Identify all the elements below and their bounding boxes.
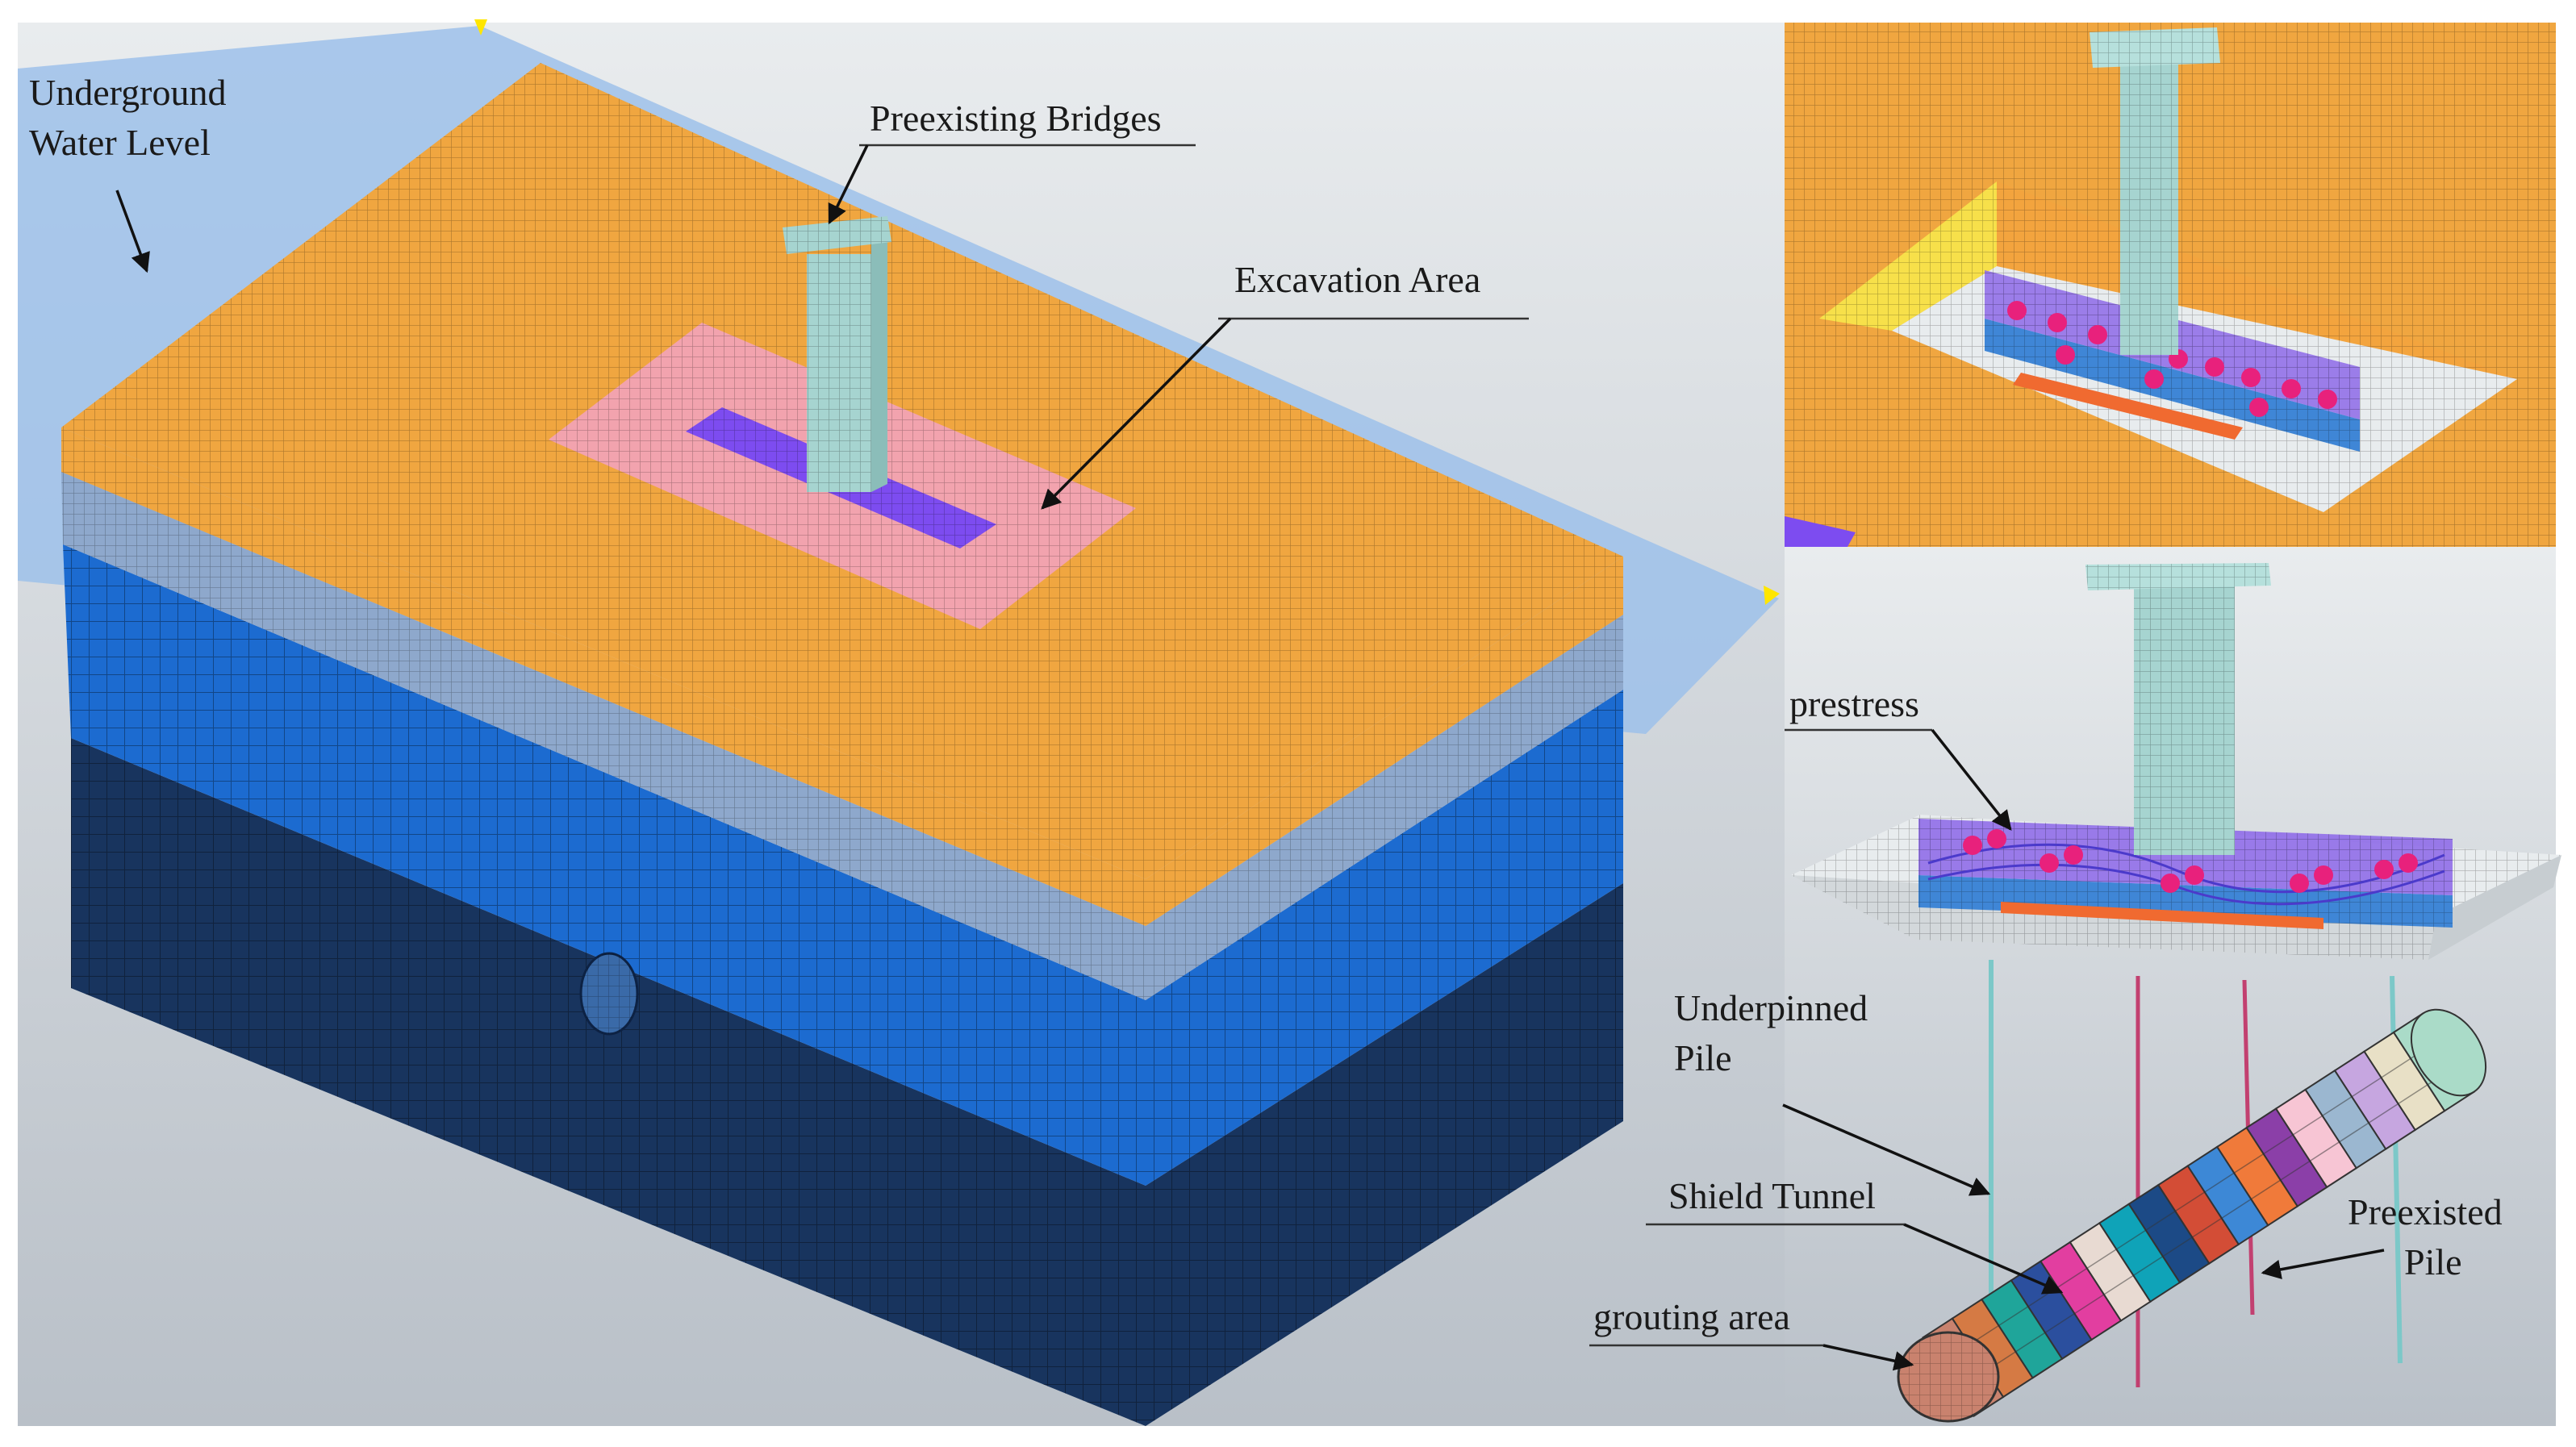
tunnel-ring-grid-line bbox=[2086, 1249, 2117, 1270]
tunnel-ring-grid-line bbox=[1998, 1306, 2029, 1327]
svg-text:Shield Tunnel: Shield Tunnel bbox=[1668, 1175, 1876, 1216]
tunnel-ring-grid-line bbox=[2368, 1103, 2399, 1124]
svg-text:Preexisted: Preexisted bbox=[2348, 1191, 2503, 1232]
tunnel-ring-grid-line bbox=[2322, 1096, 2353, 1116]
tunnel-ring-grid-line bbox=[2233, 1153, 2265, 1174]
tunnel-ring-grid-line bbox=[2132, 1256, 2164, 1276]
svg-text:Water Level: Water Level bbox=[29, 122, 211, 163]
label-water-level: Underground Water Level bbox=[29, 72, 226, 273]
soil-layer-middle bbox=[63, 544, 1623, 1186]
tunnel-rings bbox=[1922, 1008, 2487, 1418]
tunnel-ring-grid-line bbox=[2103, 1274, 2134, 1295]
soil-layer-top-sides bbox=[61, 427, 1623, 926]
svg-text:Pile: Pile bbox=[2404, 1241, 2462, 1282]
tunnel-ring-grid-line bbox=[2351, 1077, 2382, 1098]
svg-text:Underground: Underground bbox=[29, 72, 226, 113]
svg-text:grouting area: grouting area bbox=[1593, 1296, 1790, 1337]
svg-text:Pile: Pile bbox=[1674, 1037, 1732, 1078]
tunnel-ring-grid-line bbox=[2263, 1134, 2294, 1155]
soil-layer-deep bbox=[71, 738, 1623, 1426]
tunnel-ring-grid-line bbox=[2174, 1191, 2206, 1212]
svg-text:Underpinned: Underpinned bbox=[1674, 987, 1868, 1028]
label-grouting-area: grouting area bbox=[1589, 1296, 1914, 1371]
tunnel-ring-grid-line bbox=[2015, 1332, 2046, 1353]
svg-text:prestress: prestress bbox=[1789, 683, 1919, 724]
tunnel-ring-grid-line bbox=[2044, 1313, 2075, 1333]
label-underpinned-pile: Underpinned Pile bbox=[1674, 987, 1991, 1196]
tunnel-detail-panel: prestress Underpinned Pile Shield Tunnel… bbox=[1589, 547, 2561, 1426]
tunnel-ring-grid-line bbox=[2204, 1172, 2235, 1193]
label-prestress: prestress bbox=[1785, 683, 2012, 831]
prestress-anchors-top bbox=[2007, 301, 2337, 417]
tunnel-ring-grid-line bbox=[2073, 1294, 2105, 1315]
prestress-anchors bbox=[1963, 829, 2418, 893]
label-excavation-area: Excavation Area bbox=[1041, 259, 1529, 510]
tunnel-ring-grid-line bbox=[2280, 1160, 2311, 1181]
shield-tunnel bbox=[1897, 1008, 2487, 1423]
soil-layer-light bbox=[61, 472, 1623, 1000]
tunnel-ring-grid-line bbox=[2398, 1084, 2428, 1105]
tunnel-ring-grid-line bbox=[2162, 1236, 2193, 1257]
tunnel-ring-grid-line bbox=[2309, 1141, 2340, 1162]
tunnel-ring-grid-line bbox=[2115, 1229, 2147, 1250]
tunnel-ring-grid-line bbox=[2191, 1217, 2223, 1238]
bridge-pier bbox=[783, 216, 891, 492]
tunnel-far-end bbox=[2410, 1008, 2487, 1097]
label-preexisted-pile: Preexisted Pile bbox=[2261, 1191, 2503, 1282]
tunnel-ring-grid-line bbox=[2381, 1057, 2411, 1078]
detail-pier bbox=[2085, 563, 2271, 855]
svg-text:Excavation Area: Excavation Area bbox=[1234, 259, 1480, 300]
svg-text:Preexisting Bridges: Preexisting Bridges bbox=[870, 98, 1162, 139]
label-preexisting-bridges: Preexisting Bridges bbox=[828, 98, 1196, 225]
main-model-panel: Underground Water Level Preexisting Brid… bbox=[18, 19, 1785, 1426]
tunnel-ring-grid-line bbox=[2339, 1122, 2369, 1143]
tunnel-ring-grid-line bbox=[2292, 1115, 2323, 1136]
tunnel-ring-grid-line bbox=[2221, 1199, 2252, 1220]
tunnel-ring-grid-line bbox=[2145, 1210, 2176, 1231]
tunnel-ring-grid-line bbox=[2250, 1179, 2282, 1200]
label-shield-tunnel: Shield Tunnel bbox=[1646, 1175, 2064, 1295]
excavation-detail-panel bbox=[1785, 23, 2556, 547]
